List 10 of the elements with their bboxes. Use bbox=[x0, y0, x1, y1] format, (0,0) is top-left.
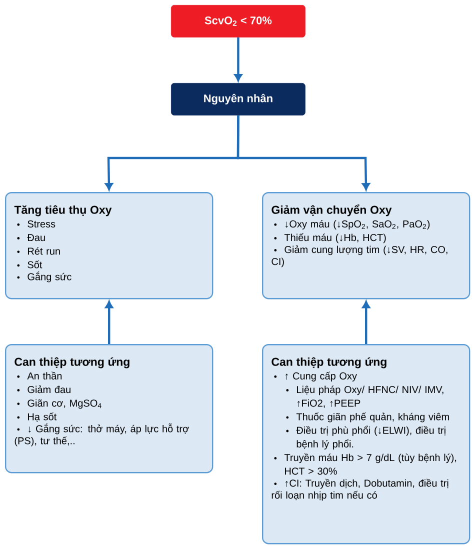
intervention-card: Can thiệp tương ứng An thần Giảm đau Giãn cơ, MgSO$_{4}$ Hạ sốt ↓ Gắng sức: thở máy, áp lực hỗ trợ (PS), tư thế,.. bbox=[5, 344, 214, 474]
arrow bbox=[236, 115, 370, 190]
cause-card: Giảm vận chuyển Oxy ↓Oxy máu (↓SpO$_{2}$, SaO$_{2}$, PaO$_{2}$) Thiếu máu (↓Hb, HCT) Giảm cung lượng tim (↓SV, HR, CO, CI) bbox=[262, 192, 470, 300]
cause-box: Nguyên nhân bbox=[171, 83, 306, 116]
intervention-card: Can thiệp tương ứng ↑ Cung cấp Oxy Liệu pháp Oxy/ HFNC/ NIV/ IMV, ↑FiO2, ↑PEEP Thuốc giãn phế quản, kháng viêm Điều trị phù phổi (↓ELWI), điều trị bệnh lý phổi. Truyền máu Hb > 7 g/dL (tùy bệnh lý), HCT > 30% ↑CI: Truyền dịch, Dobutamin, điều trị rối loạn nhịp tim nếu có bbox=[262, 344, 470, 544]
arrow bbox=[362, 300, 370, 344]
arrow bbox=[234, 37, 242, 82]
cause-card: Tăng tiêu thụ Oxy Stress Đau Rét run Sốt Gắng sức bbox=[5, 192, 214, 300]
arrow bbox=[105, 300, 114, 344]
condition-box: ScvO$_{2}$ < 70% bbox=[171, 5, 306, 38]
